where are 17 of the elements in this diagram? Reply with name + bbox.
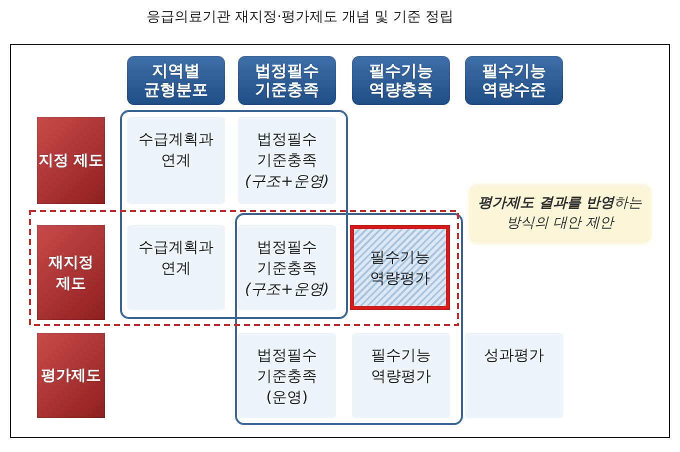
table-cell: 법정필수 기준충족 (구조+운영) — [238, 117, 336, 204]
table-cell: 법정필수 기준충족 (운영) — [238, 333, 336, 418]
table-cell: 필수기능 역량평가 — [352, 333, 450, 418]
row-header: 지정 제도 — [37, 117, 105, 204]
column-header: 법정필수 기준충족 — [238, 56, 336, 105]
row-header: 재지정 제도 — [37, 225, 105, 320]
column-header: 필수기능 역량수준 — [465, 56, 563, 105]
row-header: 평가제도 — [37, 333, 105, 418]
column-header: 필수기능 역량충족 — [352, 56, 450, 105]
table-cell: 법정필수 기준충족 (구조+운영) — [238, 225, 336, 310]
table-cell: 성과평가 — [465, 333, 563, 418]
diagram-title: 응급의료기관 재지정·평가제도 개념 및 기준 정립 — [146, 8, 454, 26]
callout-note: 평가제도 결과를 반영하는 방식의 대안 제안 — [470, 186, 650, 242]
highlighted-cell: 필수기능 역량평가 — [350, 225, 450, 310]
column-header: 지역별 균형분포 — [127, 56, 225, 105]
table-cell: 수급계획과 연계 — [127, 225, 225, 310]
table-cell: 수급계획과 연계 — [127, 117, 225, 204]
